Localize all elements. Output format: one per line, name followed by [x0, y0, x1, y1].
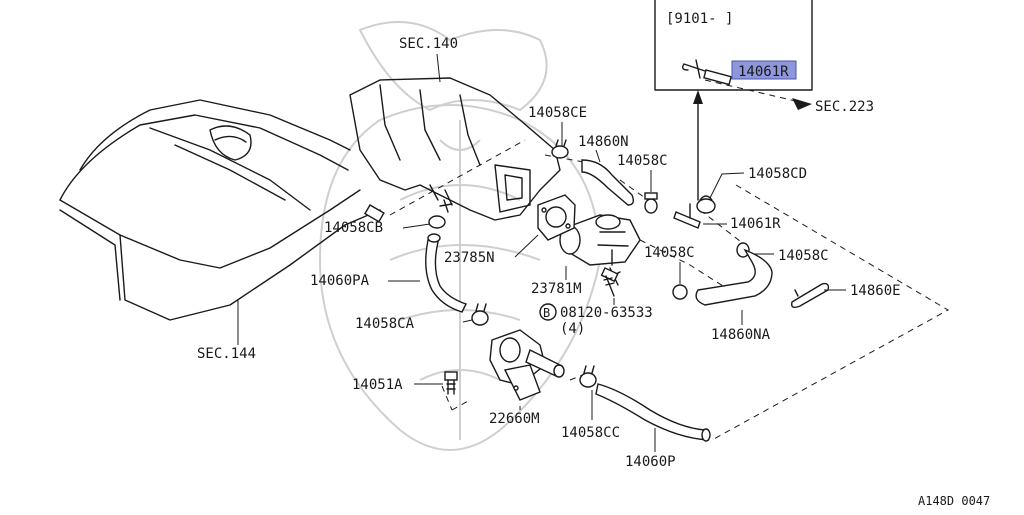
part-14058ca[interactable]: 14058CA [355, 316, 415, 332]
sec140-link[interactable]: SEC.140 [399, 36, 458, 52]
valve-22660m [489, 329, 565, 401]
badge-b-icon [539, 303, 557, 321]
clamp-14058ca [471, 303, 489, 326]
diagram-code: A148D 0047 [918, 494, 990, 508]
part-23785n[interactable]: 23785N [444, 250, 495, 266]
clamp-14058cc [579, 365, 597, 388]
part-14061r[interactable]: 14061R [730, 216, 781, 232]
clamp-14058c-right [736, 242, 750, 258]
inset-part-label[interactable]: 14061R [738, 64, 789, 80]
gasket-23785n [537, 194, 576, 241]
part-08120-badge: B [543, 306, 550, 320]
part-14058c-top[interactable]: 14058C [617, 153, 668, 169]
part-14860na[interactable]: 14860NA [711, 327, 771, 343]
part-14058cb[interactable]: 14058CB [324, 220, 383, 236]
sec223-link[interactable]: SEC.223 [815, 99, 874, 115]
part-14058cd[interactable]: 14058CD [748, 166, 807, 182]
hose-14060pa-end [427, 233, 441, 243]
hose-14860n [581, 159, 635, 206]
part-08120[interactable]: 08120-63533 [560, 305, 653, 321]
sec144-link[interactable]: SEC.144 [197, 346, 256, 362]
tee-fitting-14061r [673, 203, 701, 229]
part-14058cc[interactable]: 14058CC [561, 425, 620, 441]
clamp-14058c-top [644, 192, 658, 214]
part-14058c-right[interactable]: 14058C [778, 248, 829, 264]
clamp-14058ce [551, 139, 569, 159]
inset-highlight-box [731, 60, 797, 80]
up-arrow-icon [693, 90, 703, 104]
bolt-14051a [444, 371, 458, 395]
part-08120-qty: (4) [560, 321, 585, 337]
part-14860n[interactable]: 14860N [578, 134, 629, 150]
part-14058c-mid[interactable]: 14058C [644, 245, 695, 261]
intake-manifold [349, 77, 561, 221]
sec223-arrow-icon [792, 98, 812, 110]
part-14060p[interactable]: 14060P [625, 454, 676, 470]
part-14860e[interactable]: 14860E [850, 283, 901, 299]
intake-duct [59, 99, 381, 321]
bolt-08120 [603, 275, 615, 297]
band-clamp-14860e [790, 282, 830, 309]
air-valve-23781m [559, 214, 641, 286]
clamp-14058cd [696, 195, 716, 214]
part-22660m[interactable]: 22660M [489, 411, 540, 427]
part-14058ce[interactable]: 14058CE [528, 105, 587, 121]
clamp-14058c-mid [672, 284, 688, 300]
inset-tee-fitting-icon [681, 59, 732, 86]
part-14051a[interactable]: 14051A [352, 377, 403, 393]
part-23781m[interactable]: 23781M [531, 281, 582, 297]
hose-14060pa [425, 239, 467, 313]
hose-14060p-end [701, 428, 711, 442]
inset-date-range: [9101- ] [666, 11, 733, 27]
clamp-14058cb [364, 199, 453, 229]
hose-14860na [695, 248, 773, 306]
part-14060pa[interactable]: 14060PA [310, 273, 370, 289]
inset-box: [9101- ] 14061R [654, 0, 813, 201]
